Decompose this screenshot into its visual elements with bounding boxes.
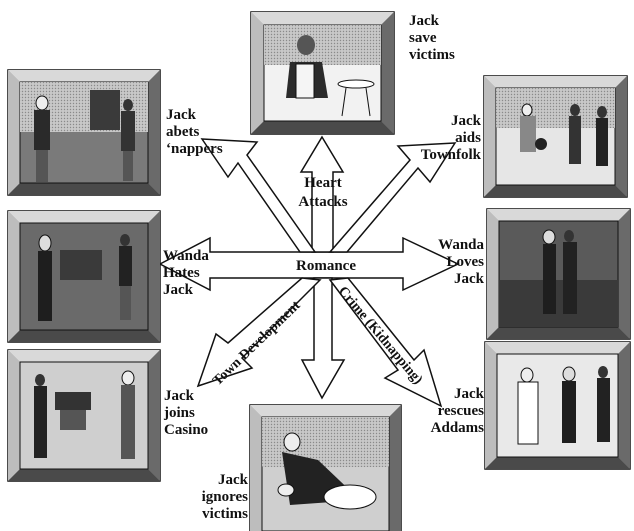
caption-line: abets bbox=[166, 124, 200, 140]
panel-rescues-addams bbox=[484, 341, 631, 470]
caption-abets-nappers: Jack abets ‘nappers bbox=[166, 107, 223, 158]
caption-line: Wanda bbox=[163, 248, 209, 264]
caption-aids-townfolk: Jack aids Townfolk bbox=[405, 113, 481, 164]
caption-line: Jack bbox=[163, 282, 193, 298]
caption-line: Townfolk bbox=[420, 147, 481, 163]
crime-arrow bbox=[328, 277, 443, 408]
abets-arrow bbox=[200, 138, 317, 253]
arrows bbox=[158, 135, 460, 408]
caption-line: Jack bbox=[166, 107, 196, 123]
town-development-arrow bbox=[196, 277, 322, 388]
down-arrow bbox=[300, 277, 346, 400]
panel-abets-nappers bbox=[7, 69, 161, 196]
caption-line: Wanda bbox=[438, 237, 484, 253]
crime-label: Crime (Kidnapping) bbox=[335, 284, 425, 388]
caption-line: victims bbox=[409, 47, 455, 63]
caption-line: Jack bbox=[454, 271, 484, 287]
caption-line: joins bbox=[164, 405, 195, 421]
panel-wanda-hates bbox=[7, 210, 161, 343]
caption-line: Addams bbox=[430, 420, 484, 436]
caption-line: Jack bbox=[218, 472, 248, 488]
panel-save-victims bbox=[250, 11, 395, 135]
caption-line: ‘nappers bbox=[166, 141, 223, 157]
caption-line: Jack bbox=[451, 113, 481, 129]
caption-line: ignores bbox=[201, 489, 248, 505]
panel-wanda-loves bbox=[486, 208, 631, 340]
caption-line: Jack bbox=[409, 13, 439, 29]
panel-aids-townfolk bbox=[483, 75, 628, 198]
caption-line: Loves bbox=[446, 254, 485, 270]
caption-wanda-hates: Wanda Hates Jack bbox=[163, 248, 209, 299]
caption-line: Casino bbox=[164, 422, 209, 438]
panel-joins-casino bbox=[7, 349, 161, 482]
caption-wanda-loves: Wanda Loves Jack bbox=[412, 237, 484, 288]
caption-line: Jack bbox=[164, 388, 194, 404]
romance-arrow bbox=[158, 236, 460, 292]
heart-label-line2: Attacks bbox=[298, 194, 347, 210]
caption-joins-casino: Jack joins Casino bbox=[164, 388, 208, 439]
heart-label-line1: Heart bbox=[304, 175, 341, 191]
panel-ignores-victims bbox=[249, 404, 402, 531]
caption-line: aids bbox=[455, 130, 481, 146]
heart-attacks-arrow bbox=[299, 135, 345, 253]
caption-line: rescues bbox=[437, 403, 484, 419]
caption-ignores-victims: Jack ignores victims bbox=[184, 472, 248, 523]
caption-rescues-addams: Jack rescues Addams bbox=[420, 386, 484, 437]
caption-line: Hates bbox=[163, 265, 200, 281]
caption-line: Jack bbox=[454, 386, 484, 402]
romance-label: Romance bbox=[296, 258, 356, 274]
caption-line: save bbox=[409, 30, 437, 46]
caption-line: victims bbox=[202, 506, 248, 522]
aids-arrow bbox=[328, 142, 457, 253]
caption-save-victims: Jack save victims bbox=[409, 13, 455, 64]
